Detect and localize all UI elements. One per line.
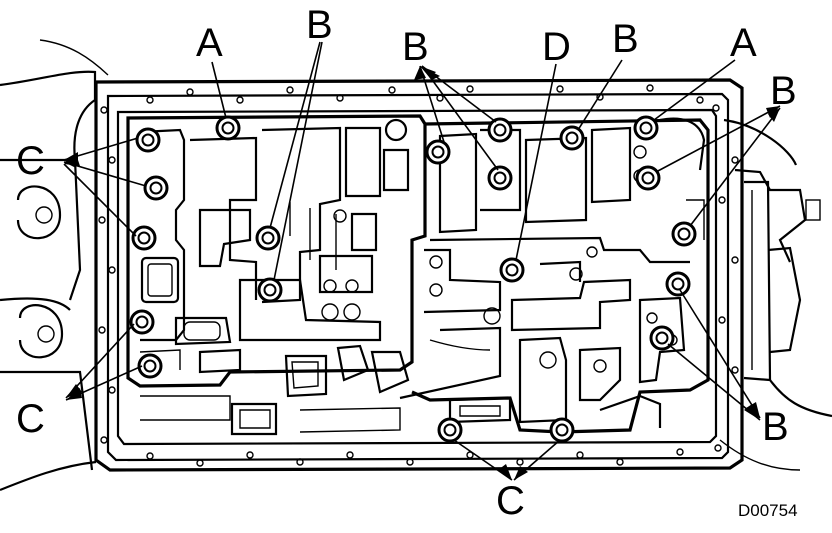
- arrowheads: [64, 66, 780, 480]
- bolt-b-4: [487, 117, 513, 143]
- bolt-b-9: [665, 271, 691, 297]
- label-b-topleft: B: [306, 3, 333, 47]
- bolt-c-5: [137, 353, 163, 379]
- label-c-left-bottom: C: [16, 397, 45, 441]
- bolt-c-3: [131, 225, 157, 251]
- bolt-group: [129, 115, 697, 443]
- bolt-d: [499, 257, 525, 283]
- bolt-c-7: [549, 417, 575, 443]
- label-c-left-top: C: [16, 139, 45, 183]
- label-c-bottom: C: [496, 479, 525, 523]
- label-b-right: B: [770, 69, 797, 113]
- transmission-case-outline: [0, 39, 832, 492]
- bolt-b-1: [255, 225, 281, 251]
- bolt-c-6: [437, 417, 463, 443]
- valve-body-right: [399, 117, 710, 434]
- oil-pan-flange: [94, 78, 744, 472]
- label-b-topright: B: [612, 17, 639, 61]
- bolt-b-5: [487, 165, 513, 191]
- bolt-c-1: [135, 127, 161, 153]
- bolt-b-6: [559, 125, 585, 151]
- bolt-b-7: [635, 165, 661, 191]
- bolt-a-right: [633, 115, 659, 141]
- bolt-c-2: [143, 175, 169, 201]
- bolt-b-3: [425, 139, 451, 165]
- figure-code: D00754: [738, 501, 798, 520]
- bolt-b-10: [649, 325, 675, 351]
- label-a-right: A: [730, 21, 757, 65]
- label-b-bottomright: B: [762, 405, 789, 449]
- bolt-b-2: [257, 277, 283, 303]
- bolt-b-8: [671, 221, 697, 247]
- label-d-top: D: [542, 25, 571, 69]
- bolt-c-4: [129, 309, 155, 335]
- bolt-a-left: [215, 115, 241, 141]
- leader-lines: [63, 41, 781, 481]
- label-b-topmid: B: [402, 25, 429, 69]
- callout-labels: A B B D B A B C C B C D00754: [16, 3, 798, 523]
- valve-body-left: [126, 114, 427, 436]
- label-a-left: A: [196, 21, 223, 65]
